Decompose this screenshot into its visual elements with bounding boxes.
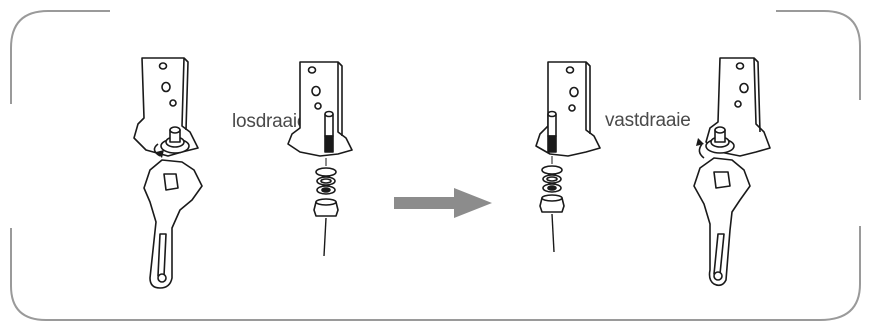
tighten-label: vastdraaie bbox=[605, 110, 691, 132]
right-arrow-icon bbox=[392, 186, 494, 220]
step3-bracket-bolt-icon bbox=[528, 56, 608, 262]
step4-bracket-wrench-icon bbox=[680, 52, 780, 292]
step1-bracket-wrench-icon bbox=[120, 52, 230, 292]
step2-bracket-bolt-icon bbox=[282, 56, 362, 262]
